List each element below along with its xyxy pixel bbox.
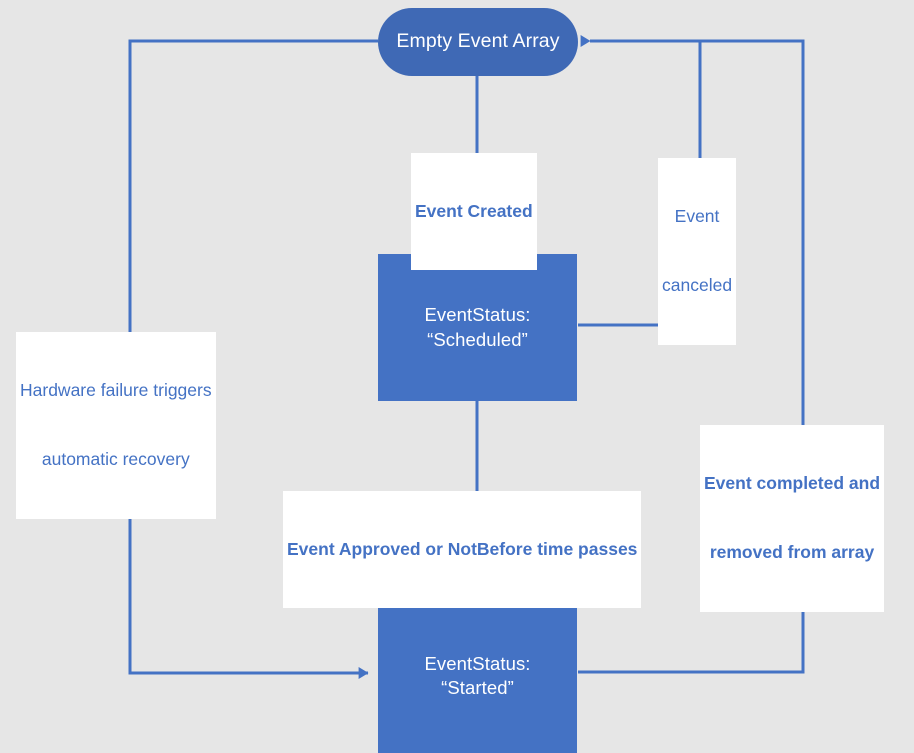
node-event-status-scheduled[interactable]: EventStatus: “Scheduled” <box>378 254 577 401</box>
node-scheduled-line-2: “Scheduled” <box>427 328 528 350</box>
node-empty-event-array-label: Empty Event Array <box>396 30 560 53</box>
connector-started-to-empty-completed <box>578 39 805 674</box>
edge-label-event-canceled-line-1: Event <box>674 206 720 227</box>
node-scheduled-line-1: EventStatus: <box>424 304 531 326</box>
edge-label-event-completed-line-1: Event completed and <box>704 473 881 494</box>
edge-label-hardware-failure: Hardware failure triggers automatic reco… <box>16 332 216 519</box>
edge-label-event-created-line-1: Event Created <box>415 201 533 222</box>
node-started-line-2: “Started” <box>441 677 514 698</box>
edge-label-event-completed: Event completed and removed from array <box>700 425 885 612</box>
node-empty-event-array[interactable]: Empty Event Array <box>378 8 578 76</box>
edge-label-hardware-failure-line-1: Hardware failure triggers <box>20 380 212 401</box>
edge-label-event-approved-line-1: Event Approved or NotBefore time passes <box>287 539 638 560</box>
edge-label-event-canceled: Event canceled <box>658 158 737 345</box>
node-event-status-started[interactable]: EventStatus: “Started” <box>378 599 577 753</box>
node-started-line-1: EventStatus: <box>424 652 531 674</box>
edge-label-event-created: Event Created <box>411 153 537 271</box>
edge-label-event-completed-line-2: removed from array <box>709 542 875 563</box>
edge-label-event-canceled-line-2: canceled <box>662 275 733 296</box>
edge-label-hardware-failure-line-2: automatic recovery <box>41 449 190 470</box>
edge-label-event-approved: Event Approved or NotBefore time passes <box>283 491 642 609</box>
